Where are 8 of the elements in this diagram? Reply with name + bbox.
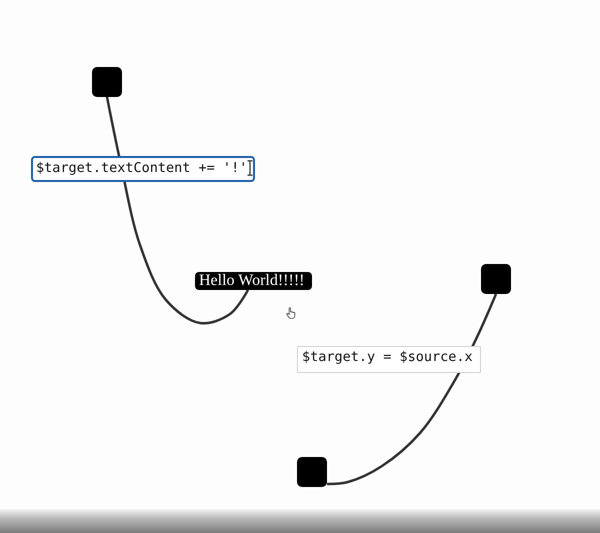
text-label-node: Hello World!!!!! xyxy=(195,272,312,290)
expression-input-field: $target.textContent += '!' xyxy=(31,156,255,182)
square-node xyxy=(92,67,122,97)
expression-input-field: $target.y = $source.x xyxy=(297,346,481,373)
connector-curve xyxy=(326,294,498,486)
square-node xyxy=(481,264,511,294)
square-node xyxy=(297,457,327,487)
connector-curve xyxy=(106,96,250,324)
